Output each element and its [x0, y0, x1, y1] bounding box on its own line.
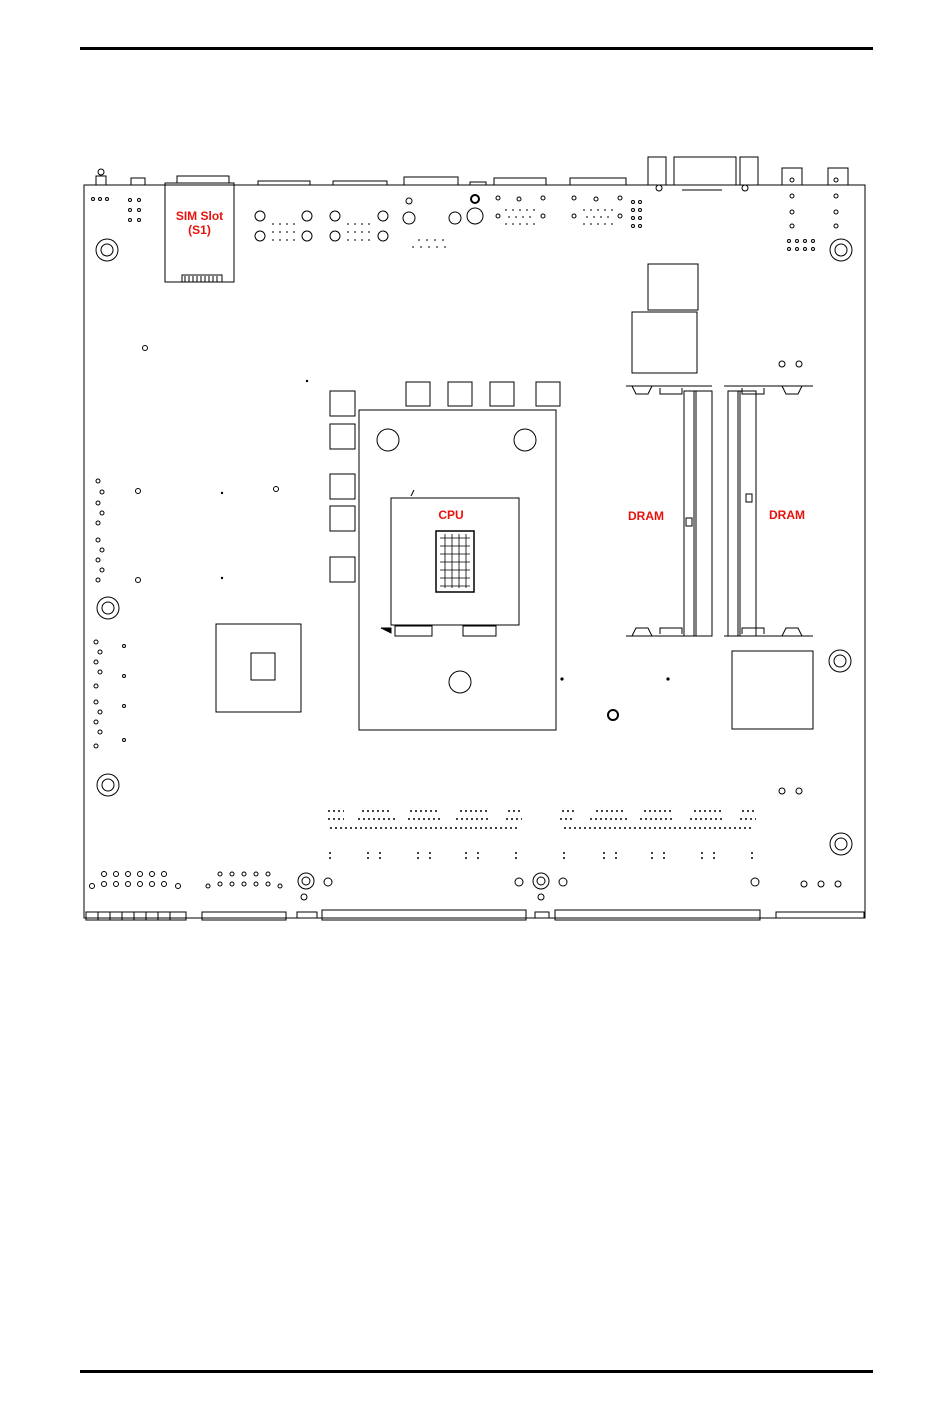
chipset: [216, 624, 301, 712]
sim-slot-label-line1: SIM Slot: [165, 209, 234, 223]
filled-dots: [221, 380, 670, 681]
component-dots: [90, 178, 839, 889]
sim-slot-label: SIM Slot (S1): [165, 209, 234, 237]
chip: [648, 264, 698, 310]
cpu-socket-area: [330, 382, 560, 730]
chip: [732, 651, 813, 729]
dram-label-left: DRAM: [620, 509, 672, 523]
dram-label-right: DRAM: [761, 508, 813, 522]
bottom-io-connectors: [86, 873, 864, 920]
mount-hole: [467, 208, 483, 224]
db-connector-pins: [255, 195, 618, 720]
header-pin-rows: [328, 811, 756, 860]
chip: [632, 312, 697, 373]
cpu-label: CPU: [426, 508, 476, 522]
sim-slot-label-line2: (S1): [165, 223, 234, 237]
